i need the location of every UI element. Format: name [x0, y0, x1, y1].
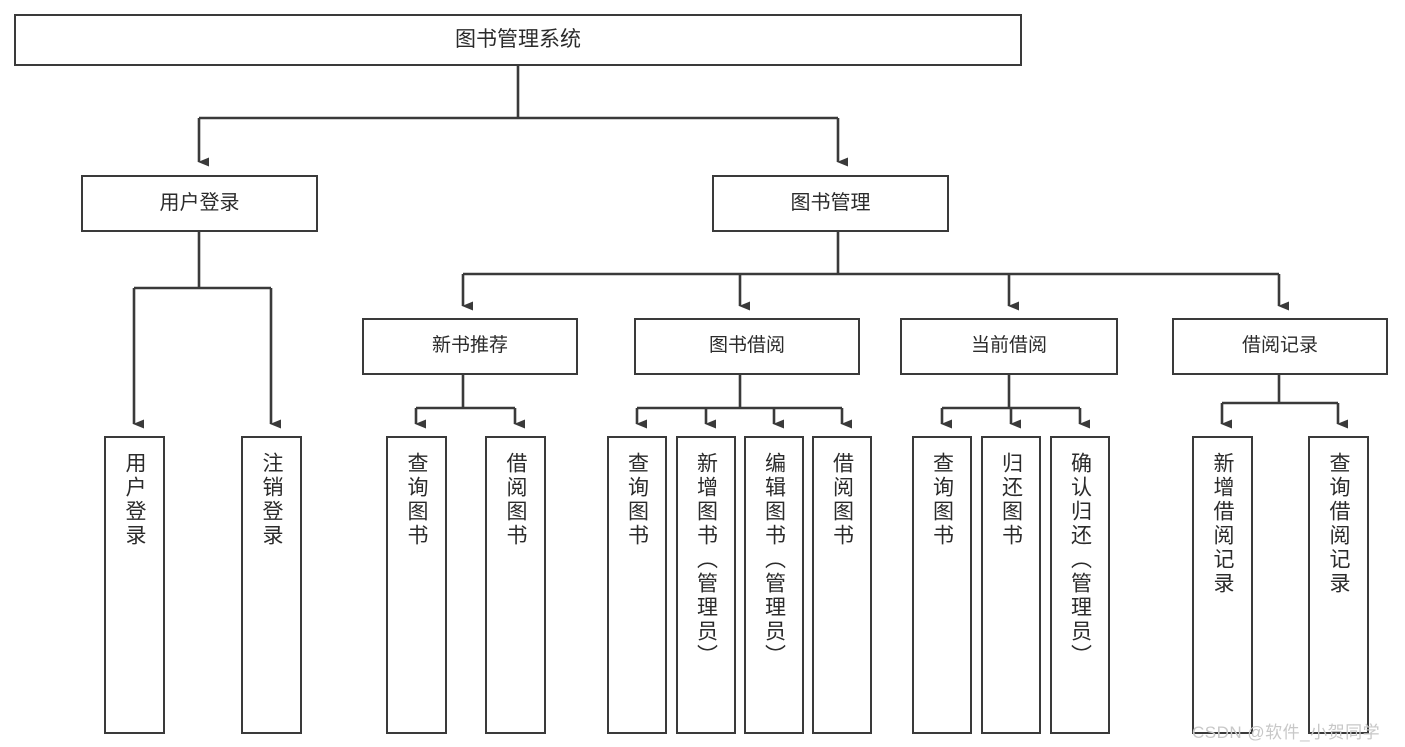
leaf-user-login-do-login[interactable]: 用户登录: [104, 436, 165, 734]
node-label: 借阅记录: [1241, 335, 1318, 357]
leaf-current-borrow-confirm-return-admin[interactable]: 确认归还（管理员）: [1050, 436, 1110, 734]
leaf-borrow-books-query-book[interactable]: 查询图书: [607, 436, 667, 734]
node-label: 编辑图书（管理员）: [762, 452, 786, 668]
node-current-borrow[interactable]: 当前借阅: [900, 318, 1118, 375]
leaf-borrow-records-query-record[interactable]: 查询借阅记录: [1308, 436, 1369, 734]
node-label: 查询图书: [930, 452, 954, 548]
node-label: 借阅图书: [504, 452, 527, 548]
node-user-login[interactable]: 用户登录: [81, 175, 318, 232]
leaf-current-borrow-return-book[interactable]: 归还图书: [981, 436, 1041, 734]
node-label: 查询借阅记录: [1327, 452, 1350, 596]
node-label: 图书借阅: [708, 335, 785, 357]
node-label: 确认归还（管理员）: [1068, 452, 1092, 668]
node-book-management[interactable]: 图书管理: [712, 175, 949, 232]
leaf-user-login-logout[interactable]: 注销登录: [241, 436, 302, 734]
node-new-book-recommend[interactable]: 新书推荐: [362, 318, 578, 375]
node-borrow-records[interactable]: 借阅记录: [1172, 318, 1388, 375]
node-book-borrow[interactable]: 图书借阅: [634, 318, 860, 375]
node-label: 查询图书: [625, 452, 649, 548]
node-label: 当前借阅: [970, 335, 1047, 357]
node-label: 借阅图书: [830, 452, 854, 548]
leaf-new-books-borrow-book[interactable]: 借阅图书: [485, 436, 546, 734]
node-label: 新增借阅记录: [1211, 452, 1234, 596]
leaf-borrow-records-add-record[interactable]: 新增借阅记录: [1192, 436, 1253, 734]
leaf-borrow-books-edit-book-admin[interactable]: 编辑图书（管理员）: [744, 436, 804, 734]
node-label: 注销登录: [260, 452, 283, 548]
node-label: 新增图书（管理员）: [694, 452, 718, 668]
node-label: 用户登录: [159, 191, 240, 214]
node-label: 查询图书: [405, 452, 428, 548]
node-root-system[interactable]: 图书管理系统: [14, 14, 1022, 66]
node-label: 图书管理: [790, 191, 871, 214]
node-label: 新书推荐: [431, 335, 508, 357]
node-label: 归还图书: [999, 452, 1023, 548]
leaf-borrow-books-borrow-book[interactable]: 借阅图书: [812, 436, 872, 734]
csdn-watermark: CSDN @软件_小贺同学: [1192, 723, 1381, 742]
leaf-current-borrow-query-book[interactable]: 查询图书: [912, 436, 972, 734]
node-label: 图书管理系统: [455, 27, 581, 51]
node-label: 用户登录: [123, 452, 146, 548]
leaf-borrow-books-add-book-admin[interactable]: 新增图书（管理员）: [676, 436, 736, 734]
leaf-new-books-query-book[interactable]: 查询图书: [386, 436, 447, 734]
